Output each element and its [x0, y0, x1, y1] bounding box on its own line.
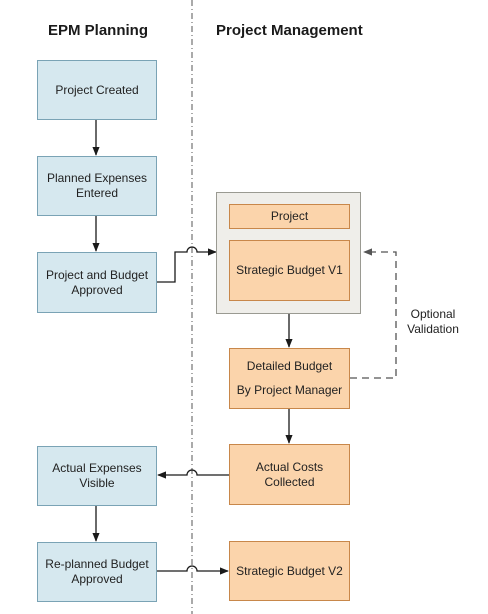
- project-created-label: Project Created: [55, 82, 139, 97]
- replanned-budget-approved-node: Re-planned Budget Approved: [37, 542, 157, 602]
- project-management-header: Project Management: [216, 22, 363, 39]
- strategic-budget-v1-node: Strategic Budget V1: [229, 240, 350, 301]
- replanned-budget-approved-line1: Re-planned Budget: [45, 557, 149, 571]
- project-created-node: Project Created: [37, 60, 157, 120]
- detailed-budget-node: Detailed Budget By Project Manager: [229, 348, 350, 409]
- replanned-budget-approved-line2: Approved: [71, 572, 123, 586]
- detailed-budget-line2: By Project Manager: [236, 383, 343, 398]
- actual-expenses-visible-line1: Actual Expenses: [52, 461, 142, 475]
- project-budget-approved-line2: Approved: [71, 282, 123, 297]
- planned-expenses-node: Planned Expenses Entered: [37, 156, 157, 216]
- optional-validation-line2: Validation: [407, 322, 459, 336]
- project-budget-approved-node: Project and Budget Approved: [37, 252, 157, 313]
- project-label: Project: [270, 209, 309, 223]
- optional-validation-annotation: Optional Validation: [402, 307, 464, 337]
- detailed-budget-line1: Detailed Budget: [246, 358, 333, 373]
- strategic-budget-v2-label: Strategic Budget V2: [236, 563, 343, 578]
- strategic-budget-v1-label: Strategic Budget V1: [236, 263, 343, 277]
- project-budget-approved-line1: Project and Budget: [45, 267, 149, 282]
- arrow-approved-to-project-group: [157, 246, 217, 283]
- epm-planning-header: EPM Planning: [48, 22, 149, 39]
- actual-expenses-visible-node: Actual Expenses Visible: [37, 446, 157, 506]
- planned-expenses-label-line1: Planned Expenses: [46, 171, 148, 185]
- strategic-budget-v2-node: Strategic Budget V2: [229, 541, 350, 601]
- actual-expenses-visible-line2: Visible: [79, 476, 115, 490]
- arrow-actual-costs-to-expenses: [157, 469, 229, 479]
- project-node: Project: [229, 204, 350, 229]
- arrow-replanned-to-v2: [157, 565, 229, 575]
- actual-costs-collected-line1: Actual Costs: [255, 459, 324, 474]
- optional-validation-loop: [350, 248, 397, 379]
- actual-costs-collected-node: Actual Costs Collected: [229, 444, 350, 505]
- actual-costs-collected-line2: Collected: [264, 474, 315, 489]
- planned-expenses-label-line2: Entered: [75, 186, 119, 200]
- optional-validation-line1: Optional: [410, 307, 456, 321]
